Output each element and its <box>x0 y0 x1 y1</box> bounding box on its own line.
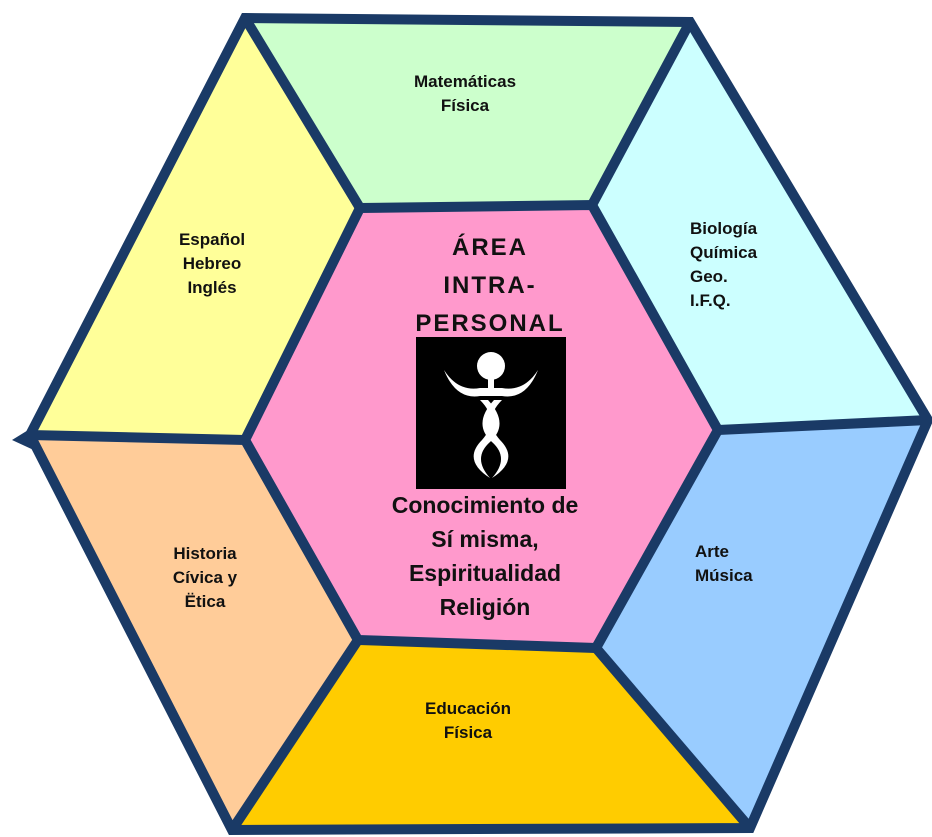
label-bottom-right-line-2: Música <box>695 566 753 585</box>
label-bottom-line-2: Física <box>443 723 493 742</box>
segment-top-left <box>30 18 360 440</box>
center-subtitle-line-2: Sí misma, <box>431 526 539 552</box>
segment-bottom-left <box>30 435 358 830</box>
label-bottom-right-line-1: Arte <box>695 542 730 561</box>
label-top-right-line-1: Biología <box>690 219 758 238</box>
center-title-line-2: INTRA- <box>443 272 537 299</box>
label-top-right: Biología Química Geo. I.F.Q. <box>690 217 810 313</box>
label-top-line-2: Física <box>440 96 490 115</box>
center-subtitle: Conocimiento de Sí misma, Espiritualidad… <box>345 488 625 624</box>
label-top-left-line-2: Hebreo <box>182 254 242 273</box>
center-title-line-1: ÁREA <box>451 234 528 261</box>
label-top-left-line-1: Español <box>178 230 246 249</box>
label-bottom-right: Arte Música <box>695 540 815 588</box>
label-top-right-line-3: Geo. <box>690 267 728 286</box>
person-figure-icon <box>416 337 566 489</box>
spokes <box>29 15 929 833</box>
label-bottom-left-line-1: Historia <box>173 544 237 563</box>
center-subtitle-line-3: Espiritualidad <box>408 560 562 586</box>
label-top: Matemáticas Física <box>385 70 545 118</box>
center-title: ÁREA INTRA- PERSONAL <box>380 229 600 343</box>
segment-bottom <box>232 640 750 830</box>
label-top-right-line-4: I.F.Q. <box>690 291 731 310</box>
label-top-left: Español Hebreo Inglés <box>152 228 272 300</box>
left-arrow-tip <box>12 424 38 452</box>
segment-top-right <box>592 22 928 430</box>
label-bottom-left: Historia Cívica y Ëtica <box>145 542 265 614</box>
segment-top <box>245 18 690 208</box>
segment-bottom-right <box>596 420 928 828</box>
center-subtitle-line-1: Conocimiento de <box>391 492 579 518</box>
label-top-line-1: Matemáticas <box>413 72 517 91</box>
label-top-left-line-3: Inglés <box>187 278 237 297</box>
center-title-line-3: PERSONAL <box>415 310 565 337</box>
label-bottom: Educación Física <box>398 697 538 745</box>
center-subtitle-line-4: Religión <box>439 594 531 620</box>
label-bottom-left-line-3: Ëtica <box>184 592 226 611</box>
label-bottom-line-1: Educación <box>425 699 511 718</box>
label-top-right-line-2: Química <box>690 243 758 262</box>
label-bottom-left-line-2: Cívica y <box>172 568 238 587</box>
